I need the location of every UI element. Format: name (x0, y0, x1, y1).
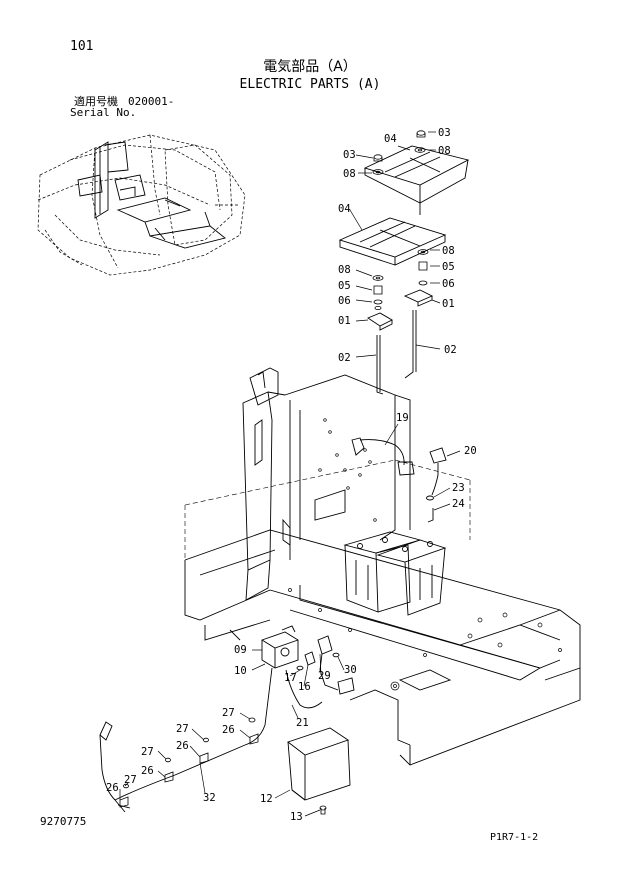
frame-rivets (318, 418, 377, 522)
callout-08: 08 (442, 245, 455, 257)
bolts-and-washers (372, 130, 429, 310)
battery-terminals (426, 447, 447, 523)
floor-frame (184, 529, 581, 766)
callout-17: 17 (284, 672, 297, 684)
callout-26: 26 (222, 724, 235, 736)
callout-02: 02 (444, 344, 457, 356)
callout-04: 04 (384, 133, 397, 145)
callout-26: 26 (141, 765, 154, 777)
callout-13: 13 (290, 811, 303, 823)
callout-10: 10 (234, 665, 247, 677)
j-bolt-brackets (367, 289, 434, 331)
callout-27: 27 (124, 774, 137, 786)
floor-frame-holes (288, 588, 562, 691)
bracket-cable (351, 437, 415, 476)
serial-label-english: Serial No. (70, 106, 137, 119)
callout-06: 06 (338, 295, 351, 307)
callout-20: 20 (464, 445, 477, 457)
callout-26: 26 (106, 782, 119, 794)
callout-08: 08 (343, 168, 356, 180)
callout-03: 03 (438, 127, 451, 139)
callout-16: 16 (298, 681, 311, 693)
battery-cover-plate-upper (363, 145, 470, 215)
dashed-guide-lines (184, 459, 471, 560)
title-japanese: 電気部品（A） (263, 59, 357, 75)
callout-27: 27 (176, 723, 189, 735)
page-number: 101 (70, 39, 94, 54)
callout-29: 29 (318, 670, 331, 682)
serial-number-value: 020001- (128, 95, 175, 108)
j-bolts (376, 310, 417, 395)
callout-labels: 04 03 08 03 08 04 08 05 06 01 08 05 06 0… (106, 127, 477, 823)
page-code: P1R7-1-2 (490, 832, 539, 843)
callout-19: 19 (396, 412, 409, 424)
battery-cover-plate-lower (338, 217, 447, 266)
callout-01: 01 (442, 298, 455, 310)
callout-12: 12 (260, 793, 273, 805)
callout-21: 21 (296, 717, 309, 729)
title-english: ELECTRIC PARTS (A) (239, 77, 381, 92)
callout-08: 08 (338, 264, 351, 276)
batteries (343, 531, 447, 616)
callout-32: 32 (203, 792, 216, 804)
vertical-frame-panel (242, 367, 411, 601)
callout-03: 03 (343, 149, 356, 161)
callout-27: 27 (141, 746, 154, 758)
callout-23: 23 (452, 482, 465, 494)
holder-bolt (319, 805, 327, 815)
callout-27: 27 (222, 707, 235, 719)
callout-06: 06 (442, 278, 455, 290)
machine-overview-illustration (37, 134, 246, 276)
serial-label-japanese: 適用号機 (74, 95, 118, 108)
drawing-number: 9270775 (40, 815, 87, 828)
small-relay-parts (296, 635, 355, 695)
callout-05: 05 (338, 280, 351, 292)
callout-26: 26 (176, 740, 189, 752)
leader-lines (119, 131, 461, 817)
callout-05: 05 (442, 261, 455, 273)
relay-assembly (261, 625, 299, 669)
machine-overview-highlighted-parts (77, 141, 226, 249)
callout-01: 01 (338, 315, 351, 327)
callout-24: 24 (452, 498, 465, 510)
callout-09: 09 (234, 644, 247, 656)
callout-02: 02 (338, 352, 351, 364)
callout-30: 30 (344, 664, 357, 676)
document-holder (287, 727, 351, 801)
harness-clamps (119, 717, 259, 808)
callout-04: 04 (338, 203, 351, 215)
callout-08: 08 (438, 145, 451, 157)
